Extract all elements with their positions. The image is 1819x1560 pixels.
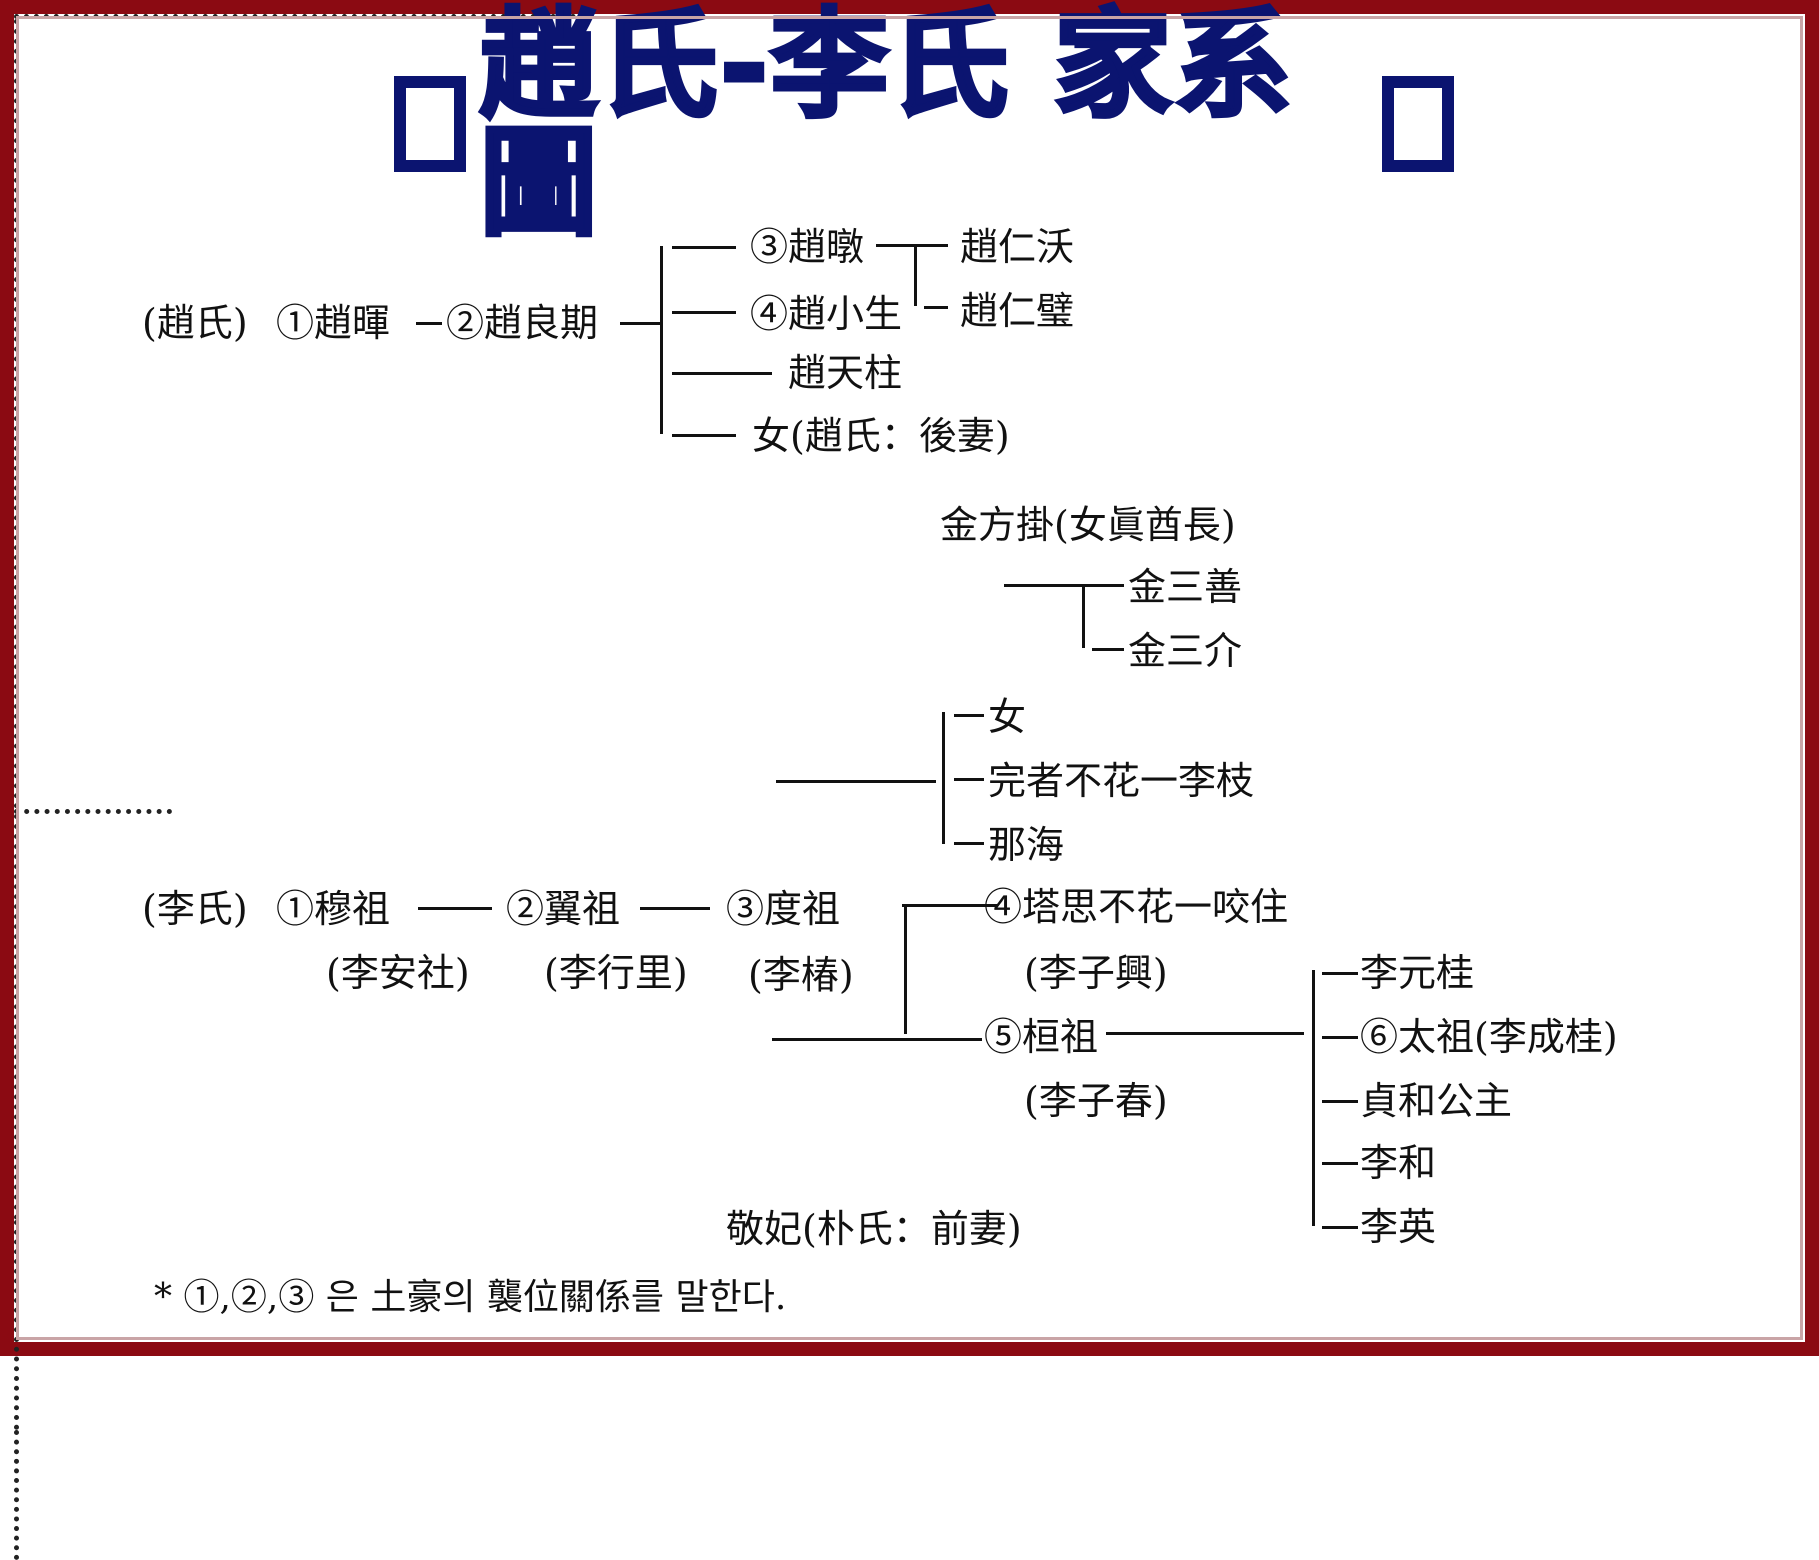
kim-nahae: 那海 (988, 823, 1065, 867)
line-to-yiyoung (1322, 1226, 1358, 1229)
title-banner: 趙氏-李氏 家系圖 (390, 4, 1458, 244)
line-to-taejo (1322, 1036, 1358, 1039)
jo-tianzhu: 趙天柱 (788, 351, 903, 395)
jo-don: ③趙暾 (750, 225, 865, 269)
kim-daughter: 女 (988, 695, 1027, 739)
dojo-children-vline (904, 904, 907, 1034)
jo-clan-label: (趙氏) (142, 301, 248, 345)
yi-dojo-name: (李椿) (748, 953, 854, 997)
yi-hwanjo-name: (李子春) (1024, 1079, 1168, 1123)
line-to-tapsa (902, 904, 998, 907)
line-ikjo-dojo (640, 907, 710, 910)
yi-gyeongbi: 敬妃(朴氏：前妻) (726, 1207, 1022, 1251)
line-to-nahae (954, 842, 984, 845)
line-to-tianzhu (672, 372, 772, 375)
yi-taejo: ⑥太祖(李成桂) (1360, 1015, 1618, 1059)
kim-bangae: 金方掛(女眞酋長) (940, 503, 1236, 547)
line-to-daughter (672, 434, 736, 437)
jo-yanggi: ②趙良期 (446, 301, 599, 345)
line-don-inwok (876, 244, 948, 247)
kim-wanja: 完者不花一李枝 (988, 759, 1255, 803)
line-daughter-children (776, 780, 936, 783)
yi-ikjo-name: (李行里) (544, 951, 688, 995)
line-to-inbyeok (924, 306, 948, 309)
jo-daughter: 女(趙氏：後妻) (752, 414, 1010, 458)
line-hwi-yanggi (416, 322, 442, 325)
jo-sosaeng: ④趙小生 (750, 292, 903, 336)
line-to-hwanjo (772, 1038, 982, 1041)
kim-sons-vline (1082, 586, 1085, 648)
yi-clan-label: (李氏) (142, 887, 248, 931)
line-to-kim-daughter (954, 714, 984, 717)
kim-samgae: 金三介 (1128, 629, 1243, 673)
don-children-vline (914, 244, 917, 306)
yi-tapsa: ④塔思不花一咬住 (984, 885, 1289, 929)
yi-yiyoung: 李英 (1360, 1205, 1437, 1249)
line-to-wanja (954, 778, 984, 781)
marriage-link-vdots (14, 19, 19, 809)
yi-dojo: ③度祖 (726, 887, 841, 931)
line-to-jeonghwa (1322, 1100, 1358, 1103)
line-to-sosaeng (672, 311, 736, 314)
yi-wongye: 李元桂 (1360, 951, 1475, 995)
gyeongbi-marriage-vdots (14, 1220, 19, 1430)
yi-mokjo-name: (李安社) (326, 951, 470, 995)
kim-bangae-vdots (14, 1430, 19, 1560)
title-left-box (390, 72, 470, 176)
inbyeok-marriage-dots (14, 14, 586, 19)
line-to-don (672, 246, 736, 249)
footnote: * ①,②,③ 은 土豪의 襲位關係를 말한다. (154, 1277, 787, 1318)
jo-inbyeok: 趙仁璧 (960, 289, 1075, 333)
daughter-children-vline (942, 712, 945, 844)
jo-children-vline (660, 246, 663, 434)
jo-inwok: 趙仁沃 (960, 225, 1075, 269)
yi-tapsa-name: (李子興) (1024, 951, 1168, 995)
line-to-samseon (1004, 584, 1124, 587)
yi-jeonghwa: 貞和公主 (1360, 1079, 1513, 1123)
yi-yihwa: 李和 (1360, 1141, 1437, 1185)
line-mokjo-ikjo (418, 907, 492, 910)
hwanjo-children-vline (1312, 970, 1315, 1226)
daughter-marriage-vdots (14, 814, 19, 1220)
jo-hwi: ①趙暉 (276, 301, 391, 345)
line-to-samgae (1092, 648, 1124, 651)
line-to-yihwa (1322, 1162, 1358, 1165)
line-yanggi-branch (620, 322, 660, 325)
line-hwanjo-children (1106, 1032, 1304, 1035)
line-to-wongye (1322, 972, 1358, 975)
title-right-box (1378, 72, 1458, 176)
page-title: 趙氏-李氏 家系圖 (478, 0, 1294, 252)
yi-mokjo: ①穆祖 (276, 887, 391, 931)
jeonghwa-marriage-dots (14, 809, 172, 814)
kim-samseon: 金三善 (1128, 565, 1243, 609)
yi-ikjo: ②翼祖 (506, 887, 621, 931)
yi-hwanjo: ⑤桓祖 (984, 1015, 1099, 1059)
